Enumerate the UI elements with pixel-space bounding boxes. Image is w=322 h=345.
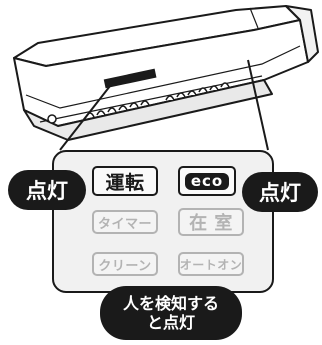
lit-callout-right: 点灯 [242, 172, 318, 212]
clean-indicator: クリーン [92, 252, 158, 276]
lit-callout-left: 点灯 [8, 170, 86, 210]
zaishitsu-indicator: 在 室 [178, 208, 244, 236]
timer-indicator: タイマー [92, 210, 158, 234]
auto-on-indicator: オートオン [178, 252, 244, 276]
eco-label: eco [184, 172, 230, 190]
human-detect-line1: 人を検知する [122, 294, 219, 313]
eco-indicator: eco [178, 166, 236, 196]
human-detect-line2: と点灯 [146, 313, 195, 332]
indicator-panel: 運転 eco タイマー 在 室 クリーン オートオン [52, 150, 274, 293]
unten-indicator: 運転 [92, 166, 158, 196]
human-detect-callout: 人を検知する と点灯 [100, 286, 242, 340]
